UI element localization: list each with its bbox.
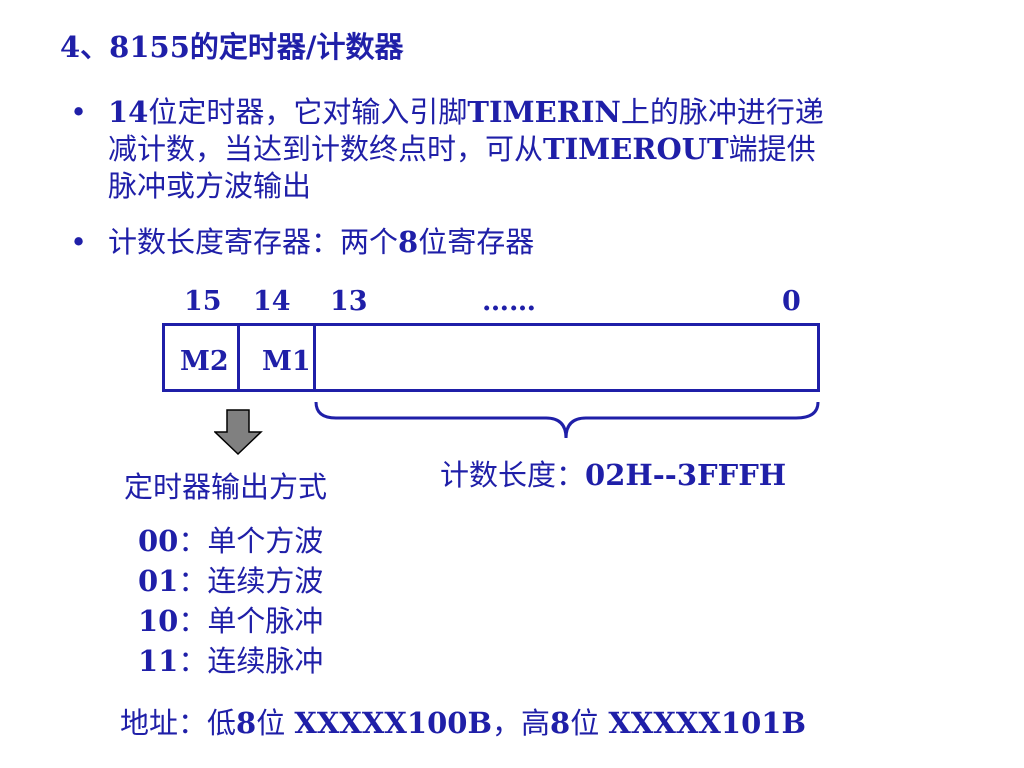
text-segment: 端提供	[728, 132, 816, 166]
mode-code: 10	[138, 604, 179, 638]
bullet-text: 14位定时器，它对输入引脚TIMERIN上的脉冲进行递 减计数，当达到计数终点时…	[108, 94, 824, 205]
mode-text: 单个方波	[207, 524, 324, 558]
mode-separator: ：	[178, 524, 208, 558]
bits-number: 8	[398, 225, 419, 259]
mode-separator: ：	[178, 644, 208, 678]
register-cell-m1: M1	[262, 346, 311, 377]
count-length-brace	[314, 401, 820, 439]
text-segment: 位	[570, 706, 609, 740]
bullet-line-1: 14位定时器，它对输入引脚TIMERIN上的脉冲进行递	[108, 94, 824, 131]
text-segment: 减计数，当达到计数终点时，可从	[108, 132, 544, 166]
register-divider	[313, 323, 316, 392]
timerin-pin: TIMERIN	[467, 95, 621, 129]
register-cell-m2: M2	[180, 346, 229, 377]
mode-code: 11	[138, 644, 179, 678]
bullet-line-2: 减计数，当达到计数终点时，可从TIMEROUT端提供	[108, 131, 824, 168]
bit-label-13: 13	[330, 286, 368, 317]
timerout-pin: TIMEROUT	[543, 132, 729, 166]
mode-text: 连续方波	[207, 564, 324, 598]
mode-item: 01：连续方波	[138, 558, 323, 600]
address-line: 地址：低8位 XXXXX100B，高8位 XXXXX101B	[120, 700, 806, 742]
bit-label-15: 15	[184, 286, 222, 317]
text-segment: 计数长度寄存器：两个	[108, 225, 399, 259]
low-address: XXXXX100B	[294, 706, 492, 740]
mode-item: 00：单个方波	[138, 518, 323, 560]
count-range: 02H--3FFFH	[585, 458, 787, 492]
text-segment: 上的脉冲进行递	[620, 95, 824, 129]
bit-label-ellipsis: ……	[482, 286, 536, 317]
text-segment: 位	[256, 706, 295, 740]
bits-number: 8	[550, 706, 571, 740]
slide-title: 4、8155的定时器/计数器	[60, 30, 404, 64]
mode-text: 连续脉冲	[207, 644, 324, 678]
timer-output-mode-label: 定时器输出方式	[124, 470, 328, 504]
bits-number: 8	[236, 706, 257, 740]
mode-code: 00	[138, 524, 179, 558]
mode-separator: ：	[178, 564, 208, 598]
bullet-dot: •	[70, 225, 88, 259]
bullet-line-3: 脉冲或方波输出	[108, 169, 312, 203]
mode-item: 10：单个脉冲	[138, 598, 323, 640]
bullet-text: 计数长度寄存器：两个8位寄存器	[108, 224, 534, 261]
down-arrow-icon	[214, 409, 263, 456]
mode-item: 11：连续脉冲	[138, 638, 323, 680]
mode-text: 单个脉冲	[207, 604, 324, 638]
bullet-dot: •	[70, 95, 88, 129]
register-divider	[237, 323, 240, 392]
bit-label-14: 14	[253, 286, 291, 317]
register-box	[162, 323, 820, 392]
bits-number: 14	[108, 95, 149, 129]
text-segment: 位定时器，它对输入引脚	[148, 95, 468, 129]
mode-code: 01	[138, 564, 179, 598]
count-length-label: 计数长度：02H--3FFFH	[440, 452, 786, 494]
bit-label-0: 0	[782, 286, 801, 317]
mode-separator: ：	[178, 604, 208, 638]
text-segment: 位寄存器	[418, 225, 535, 259]
high-address: XXXXX101B	[608, 706, 806, 740]
text-segment: ，高	[491, 706, 550, 740]
text-segment: 计数长度：	[440, 458, 586, 492]
text-segment: 地址：低	[120, 706, 237, 740]
